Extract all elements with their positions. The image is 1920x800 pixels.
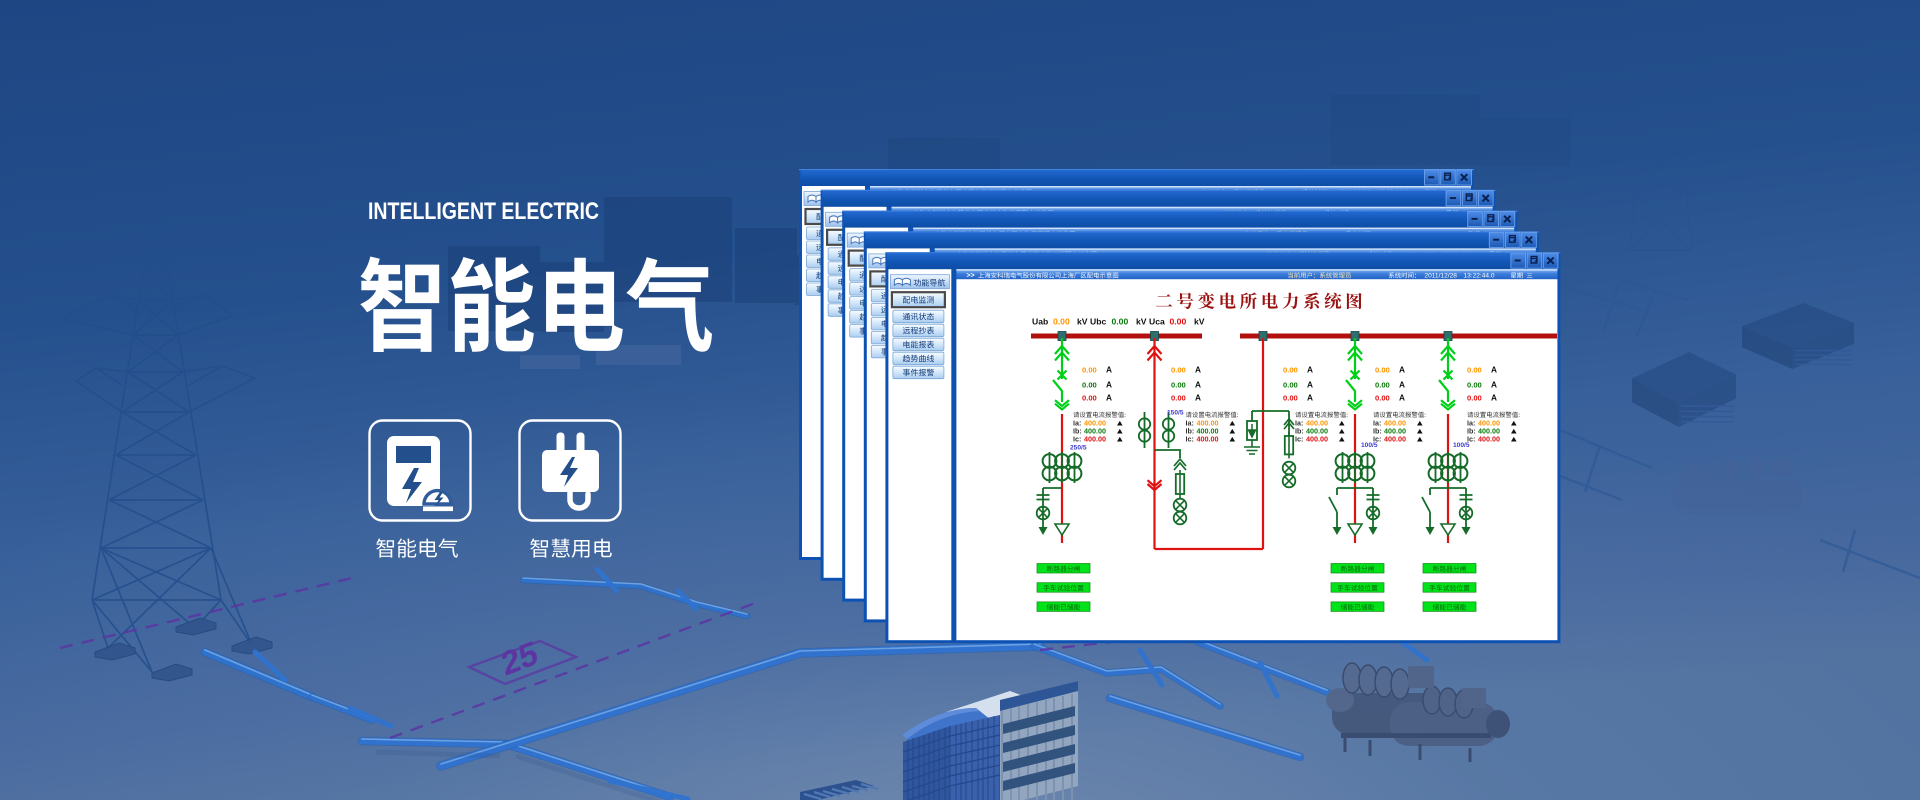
svg-text:Ic:: Ic: [1073,435,1081,444]
svg-text:Ia:: Ia: [1373,419,1381,428]
svg-text:400.00: 400.00 [1478,419,1500,428]
svg-text:Ia:: Ia: [1186,419,1194,428]
svg-text:0.00: 0.00 [1170,317,1187,327]
svg-text:Ia:: Ia: [1073,419,1081,428]
svg-text:0.00: 0.00 [1467,366,1482,375]
svg-text:A: A [1307,380,1313,390]
svg-text:A: A [1106,380,1112,390]
svg-text:250/5: 250/5 [1070,445,1087,452]
svg-text:A: A [1106,365,1112,375]
svg-text:Ib:: Ib: [1295,427,1304,436]
svg-text:400.00: 400.00 [1384,427,1406,436]
svg-text:A: A [1106,392,1112,402]
svg-text:Ia:: Ia: [1295,419,1303,428]
svg-text:Uca: Uca [1149,317,1165,327]
svg-text:400.00: 400.00 [1084,419,1106,428]
svg-text:Ubc: Ubc [1090,317,1106,327]
svg-text:0.00: 0.00 [1082,381,1097,390]
svg-text:A: A [1491,392,1497,402]
svg-text:kV: kV [1136,317,1147,327]
svg-text:100/5: 100/5 [1361,442,1378,449]
svg-text:400.00: 400.00 [1306,419,1328,428]
svg-text:100/5: 100/5 [1453,442,1470,449]
svg-text:Ib:: Ib: [1073,427,1082,436]
svg-text:A: A [1307,365,1313,375]
svg-text:Ib:: Ib: [1467,427,1476,436]
svg-text:A: A [1195,365,1201,375]
svg-text:400.00: 400.00 [1197,435,1219,444]
svg-text:0.00: 0.00 [1375,393,1390,402]
svg-text:400.00: 400.00 [1478,427,1500,436]
svg-text:0.00: 0.00 [1467,381,1482,390]
svg-text:Uab: Uab [1032,317,1048,327]
svg-text:A: A [1195,380,1201,390]
svg-text:0.00: 0.00 [1467,393,1482,402]
svg-text:Ib:: Ib: [1373,427,1382,436]
svg-text:400.00: 400.00 [1384,435,1406,444]
svg-text:400.00: 400.00 [1306,435,1328,444]
svg-text:0.00: 0.00 [1171,366,1186,375]
svg-text:Ic:: Ic: [1467,435,1475,444]
svg-text:Ic:: Ic: [1373,435,1381,444]
svg-text:kV: kV [1077,317,1088,327]
svg-text:400.00: 400.00 [1084,435,1106,444]
svg-text:400.00: 400.00 [1478,435,1500,444]
svg-text:Ic:: Ic: [1186,435,1194,444]
svg-text:A: A [1491,380,1497,390]
svg-text:A: A [1399,392,1405,402]
svg-text:400.00: 400.00 [1197,419,1219,428]
svg-text:0.00: 0.00 [1375,381,1390,390]
svg-text:0.00: 0.00 [1082,366,1097,375]
svg-text:400.00: 400.00 [1084,427,1106,436]
svg-text:Ib:: Ib: [1186,427,1195,436]
svg-text:400.00: 400.00 [1197,427,1219,436]
svg-text:0.00: 0.00 [1171,393,1186,402]
svg-text:0.00: 0.00 [1283,381,1298,390]
svg-text:400.00: 400.00 [1384,419,1406,428]
svg-text:INTELLIGENT ELECTRIC: INTELLIGENT ELECTRIC [368,198,599,225]
svg-text:A: A [1195,392,1201,402]
svg-text:400.00: 400.00 [1306,427,1328,436]
svg-text:Ia:: Ia: [1467,419,1475,428]
svg-text:0.00: 0.00 [1053,317,1070,327]
svg-text:0.00: 0.00 [1375,366,1390,375]
svg-text:0.00: 0.00 [1283,366,1298,375]
svg-text:Ic:: Ic: [1295,435,1303,444]
svg-text:A: A [1307,392,1313,402]
svg-text:kV: kV [1194,317,1205,327]
svg-text:0.00: 0.00 [1112,317,1129,327]
svg-text:0.00: 0.00 [1283,393,1298,402]
svg-text:150/5: 150/5 [1167,410,1184,417]
svg-text:0.00: 0.00 [1171,381,1186,390]
svg-text:A: A [1491,365,1497,375]
svg-text:0.00: 0.00 [1082,393,1097,402]
svg-text:A: A [1399,380,1405,390]
svg-text:A: A [1399,365,1405,375]
